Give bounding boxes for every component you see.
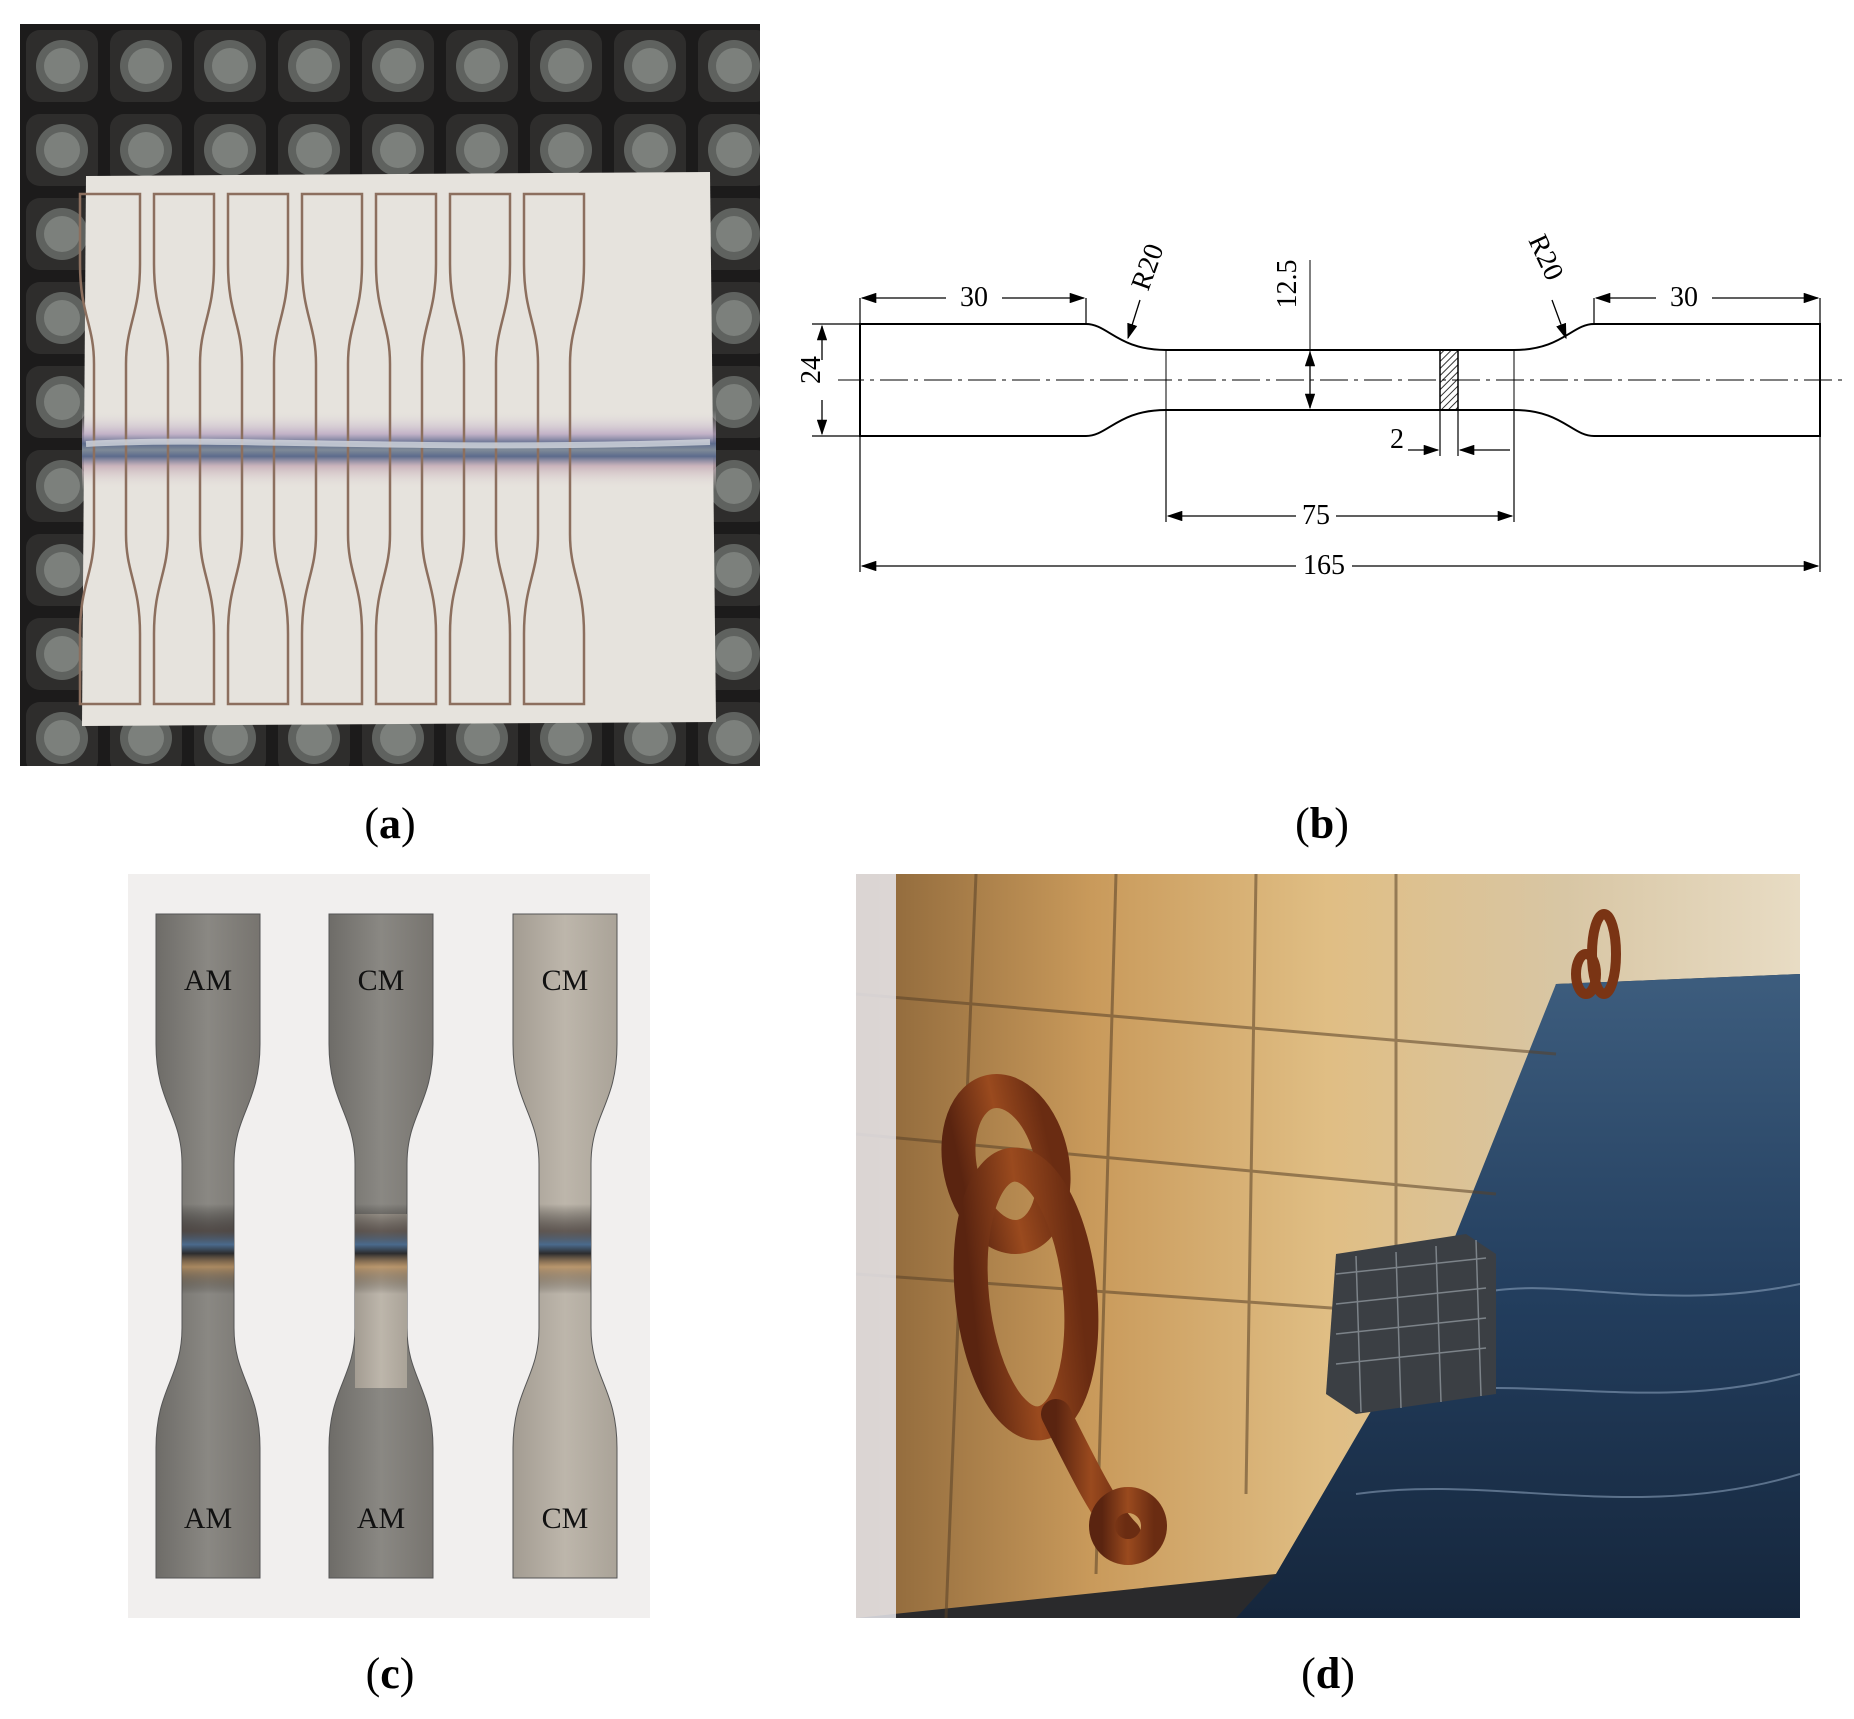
caption-c-letter: c <box>380 1649 400 1698</box>
label-spec3-bottom: CM <box>541 1502 589 1535</box>
caption-c: (c) <box>365 1649 415 1698</box>
weld-zone-specimen-1 <box>182 1204 234 1294</box>
harbour-exposure-image <box>855 873 1801 1619</box>
dim-total-length: 165 <box>1303 550 1345 581</box>
mooring-ring-rusty <box>941 1073 1167 1565</box>
specimen-outline-1 <box>78 192 142 706</box>
specimen-outline-4 <box>300 192 364 706</box>
specimen-outline-3 <box>226 192 290 706</box>
panel-d-photo <box>855 873 1801 1619</box>
exposure-cage <box>1326 1234 1496 1414</box>
panel-b-drawing: 30 30 R20 R20 24 12.5 2 75 165 <box>796 220 1854 600</box>
dim-radius-right: R20 <box>1522 230 1570 285</box>
label-spec1-bottom: AM <box>183 1502 233 1535</box>
panel-c-photo: AM AM CM AM CM CM <box>128 874 650 1618</box>
dim-gauge-length: 75 <box>1302 500 1330 531</box>
label-spec2-bottom: AM <box>356 1502 406 1535</box>
caption-d: (d) <box>1301 1649 1355 1698</box>
mooring-ring-distant <box>1571 909 1621 999</box>
weld-zone-specimen-2 <box>355 1204 407 1294</box>
dim-width: 24 <box>796 356 827 384</box>
leader-radius-left <box>1127 299 1141 340</box>
dim-radius-left: R20 <box>1125 240 1170 294</box>
panel-a-photo <box>20 24 760 766</box>
dim-grip-left: 30 <box>960 282 988 313</box>
specimen-outline-2 <box>152 192 216 706</box>
weld-zone-specimen-3 <box>539 1204 591 1294</box>
caption-a-letter: a <box>379 799 401 848</box>
label-spec3-top: CM <box>541 964 589 997</box>
tensile-specimens-image <box>128 874 650 1618</box>
sea-water <box>1236 974 1800 1618</box>
leader-radius-right <box>1551 299 1567 340</box>
dim-grip-right: 30 <box>1670 282 1698 313</box>
caption-b-letter: b <box>1309 799 1335 848</box>
welded-plate-image <box>20 24 760 766</box>
specimen-outlines <box>78 192 586 706</box>
label-spec1-top: AM <box>183 964 233 997</box>
caption-d-letter: d <box>1315 1649 1341 1698</box>
specimen-dimension-drawing: 30 30 R20 R20 24 12.5 2 75 165 <box>796 230 1846 582</box>
caption-b: (b) <box>1295 799 1349 848</box>
caption-a: (a) <box>364 799 416 848</box>
specimen-outline-6 <box>448 192 512 706</box>
dim-weld: 2 <box>1390 424 1404 455</box>
specimen-outline-5 <box>374 192 438 706</box>
label-spec2-top: CM <box>357 964 405 997</box>
dim-gauge-width: 12.5 <box>1272 260 1303 309</box>
specimen-outline-7 <box>522 192 586 706</box>
